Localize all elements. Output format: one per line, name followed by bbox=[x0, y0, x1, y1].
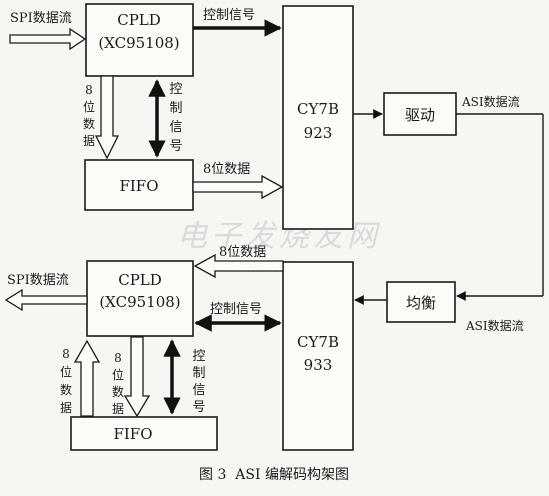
cpld-bottom-name: CPLD bbox=[118, 271, 162, 289]
ctrl-bottom-v0: 控 bbox=[192, 349, 205, 364]
equalizer-name: 均衡 bbox=[406, 294, 436, 312]
data8-top-v2: 数 bbox=[83, 116, 95, 131]
control-top-vertical-arrow: 控 制 信 号 bbox=[148, 79, 183, 158]
data8-left-v2: 数 bbox=[60, 382, 72, 397]
cy7b933-block: CY7B 933 bbox=[282, 261, 354, 451]
control-bottom-vertical-arrow: 控 制 信 号 bbox=[163, 339, 206, 415]
spi-input-label: SPI数据流 bbox=[10, 11, 72, 26]
data8-top-v1: 位 bbox=[83, 99, 95, 114]
cy7b923-number: 923 bbox=[304, 124, 333, 142]
ctrl-top-v0: 控 bbox=[169, 82, 182, 97]
cy7b923-name: CY7B bbox=[297, 100, 339, 118]
ctrl-top-v2: 信 bbox=[169, 120, 182, 135]
figure-caption: 图 3 ASI 编解码构架图 bbox=[199, 467, 349, 483]
control-signal-bottom-label: 控制信号 bbox=[210, 302, 262, 317]
asi-input-label: ASI数据流 bbox=[465, 318, 524, 333]
fifo-top-block: FIFO bbox=[84, 159, 194, 211]
asi-output-label: ASI数据流 bbox=[461, 94, 520, 109]
data8-mid-v0: 8 bbox=[114, 351, 122, 365]
data8-bottom-up-arrow: 8 位 数 据 bbox=[60, 339, 101, 417]
ctrl-top-v3: 号 bbox=[169, 139, 182, 154]
encoder-section: CPLD (XC95108) FIFO CY7B 923 驱动 SPI数据流 控… bbox=[9, 3, 543, 230]
data8-mid-v2: 数 bbox=[112, 384, 124, 399]
fifo-bottom-block: FIFO bbox=[70, 416, 218, 451]
cy7b933-to-cpld-arrow: 8位数据 bbox=[193, 245, 284, 279]
equalizer-block: 均衡 bbox=[386, 281, 456, 323]
driver-name: 驱动 bbox=[405, 106, 435, 124]
spi-input-arrow: SPI数据流 bbox=[9, 11, 87, 51]
ctrl-bottom-v3: 号 bbox=[192, 400, 205, 415]
data8-top-down-arrow: 8 位 数 据 bbox=[83, 75, 120, 160]
fifo-top-name: FIFO bbox=[119, 177, 158, 195]
control-signal-top-arrow: 控制信号 bbox=[193, 8, 282, 37]
asi-input-line: ASI数据流 bbox=[456, 291, 543, 333]
ctrl-bottom-v1: 制 bbox=[192, 366, 205, 381]
decoder-section: CPLD (XC95108) FIFO CY7B 933 均衡 ASI数据流 8… bbox=[4, 245, 543, 451]
cy7b933-number: 933 bbox=[304, 356, 333, 374]
data8-left-v3: 据 bbox=[60, 401, 72, 415]
data8-top-v3: 据 bbox=[83, 134, 95, 148]
data8-mid-v1: 位 bbox=[112, 367, 124, 382]
cpld-bottom-model: (XC95108) bbox=[99, 293, 180, 311]
cy7b923-block: CY7B 923 bbox=[282, 5, 354, 230]
driver-block: 驱动 bbox=[383, 92, 457, 136]
fifo-bottom-name: FIFO bbox=[113, 425, 152, 443]
spi-output-arrow: SPI数据流 bbox=[4, 273, 88, 312]
cpld-top-model: (XC95108) bbox=[98, 34, 179, 52]
asi-output-line: ASI数据流 bbox=[456, 94, 543, 115]
fifo-top-data-label: 8位数据 bbox=[203, 162, 250, 177]
data8-left-v0: 8 bbox=[62, 347, 70, 361]
data8-top-v0: 8 bbox=[85, 83, 93, 97]
cpld-top-name: CPLD bbox=[117, 11, 161, 29]
control-signal-top-label: 控制信号 bbox=[203, 8, 255, 23]
cpld-top-block: CPLD (XC95108) bbox=[85, 3, 194, 77]
data8-mid-v3: 据 bbox=[112, 402, 124, 416]
ctrl-bottom-v2: 信 bbox=[192, 383, 205, 398]
data8-left-v1: 位 bbox=[60, 364, 72, 379]
cy7b933-name: CY7B bbox=[297, 333, 339, 351]
control-signal-bottom-arrow: 控制信号 bbox=[194, 302, 282, 332]
fifo-top-to-cy7b923-arrow: 8位数据 bbox=[192, 162, 284, 200]
ctrl-top-v1: 制 bbox=[169, 101, 182, 116]
cpld-bottom-block: CPLD (XC95108) bbox=[86, 260, 194, 337]
spi-output-label: SPI数据流 bbox=[7, 273, 69, 288]
cy7b933-data-label: 8位数据 bbox=[219, 245, 266, 260]
data8-bottom-down-arrow: 8 位 数 据 bbox=[112, 336, 151, 418]
